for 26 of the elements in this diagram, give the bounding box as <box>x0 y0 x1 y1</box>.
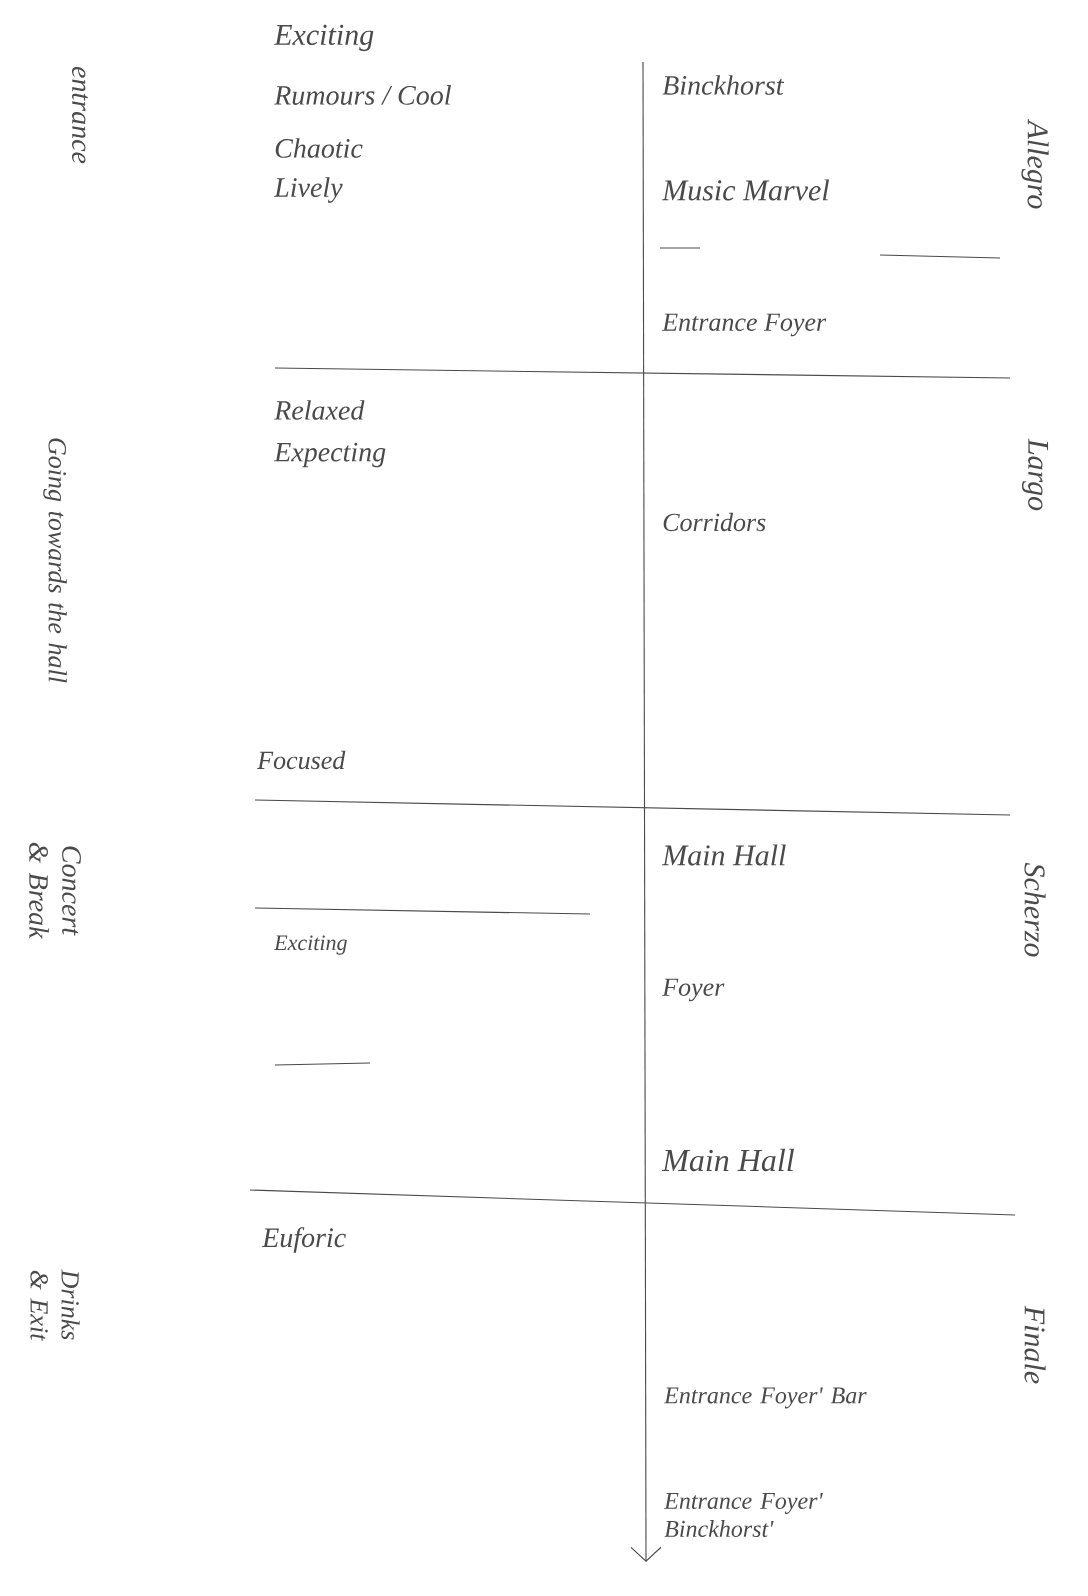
section-label: Drinks & Exit <box>30 1269 80 1341</box>
handwritten-label: Entrance Foyer' Binckhorst' <box>663 1493 823 1537</box>
handwritten-label: Entrance Foyer' Bar <box>663 1387 867 1409</box>
handwritten-label: Relaxed <box>274 400 365 420</box>
section-label: Finale <box>1024 1305 1046 1384</box>
handwritten-label: Main Hall <box>661 844 786 866</box>
section-label: Scherzo <box>1024 862 1046 957</box>
section-label: Going towards the hall <box>43 438 67 683</box>
handwritten-label: Lively <box>273 177 343 203</box>
section-label: Largo <box>1022 438 1049 511</box>
handwritten-label: Music Marvel <box>661 179 829 201</box>
handwritten-label: Chaotic <box>275 138 363 158</box>
section-label: Allegro <box>1021 118 1049 209</box>
handwritten-label: Foyer <box>662 978 725 1002</box>
handwritten-label: Corridors <box>663 512 766 532</box>
handwritten-label: Exciting <box>273 24 374 52</box>
section-label: Concert & Break <box>29 842 81 939</box>
handwritten-label: Euforic <box>261 1227 346 1253</box>
handwritten-label: Entrance Foyer <box>661 313 827 337</box>
section-label: entrance <box>72 66 88 164</box>
handwritten-label: Focused <box>257 750 346 770</box>
handwritten-label: Rumours / Cool <box>274 85 451 105</box>
handwritten-label: Binckhorst <box>662 75 785 95</box>
handwritten-label: Exciting <box>273 935 347 955</box>
handwritten-label: Main Hall <box>661 1148 794 1172</box>
handwritten-label: Expecting <box>273 442 386 468</box>
